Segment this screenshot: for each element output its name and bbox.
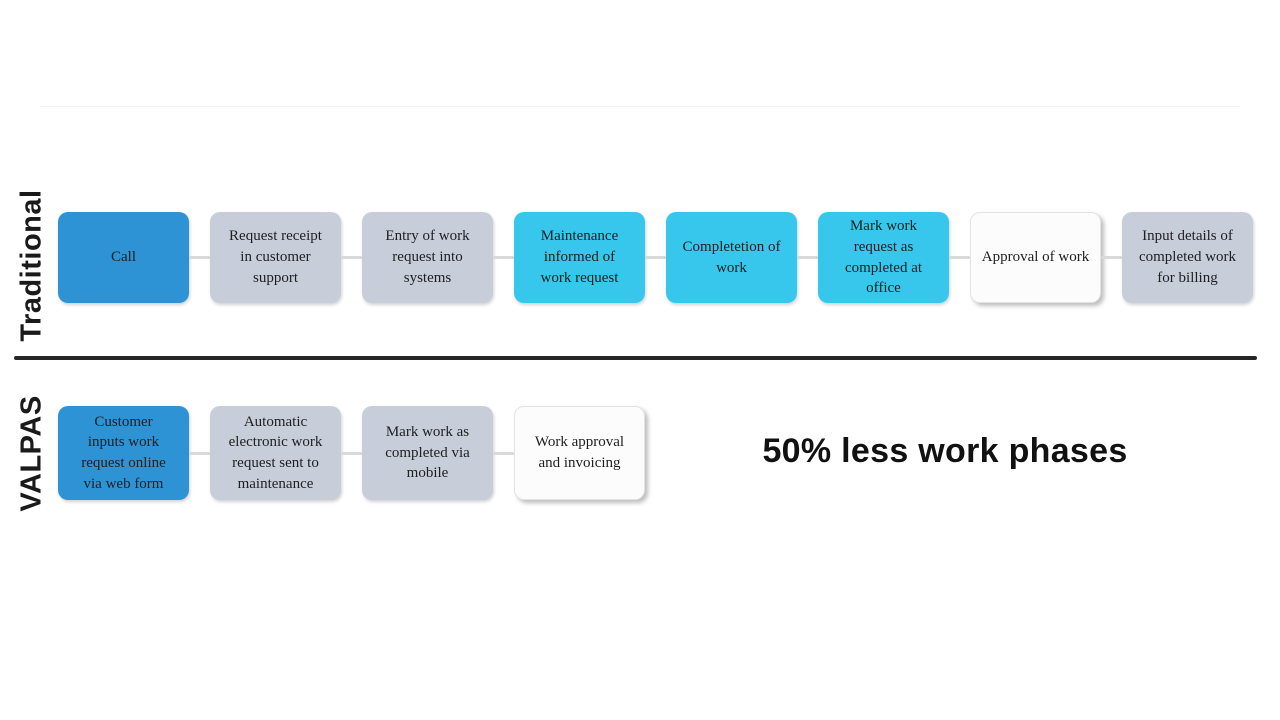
process-step: Maintenance informed of work request [514, 212, 645, 303]
process-step-label: Mark work as completed via mobile [385, 423, 470, 482]
process-step-label: Work approval and invoicing [534, 434, 625, 471]
process-step: Mark work as completed via mobile [362, 406, 493, 500]
divider-line [14, 356, 1257, 360]
connector-line [341, 256, 362, 259]
process-step-label: Customer inputs work request online via … [81, 413, 166, 492]
process-step: Customer inputs work request online via … [58, 406, 189, 500]
process-step-label: Request receipt in customer support [229, 228, 322, 286]
traditional-row-label: Traditional [15, 188, 48, 342]
traditional-process-row: Call Request receipt in customer support E… [58, 212, 1253, 303]
process-step: Entry of work request into systems [362, 212, 493, 303]
process-step: Call [58, 212, 189, 303]
process-step-label: Maintenance informed of work request [540, 228, 619, 286]
connector-line [645, 256, 666, 259]
process-step-label: Completetion of work [682, 238, 781, 276]
process-step: Mark work request as completed at office [818, 212, 949, 303]
process-step-label: Call [111, 249, 136, 266]
valpas-row-label: VALPAS [15, 394, 48, 512]
process-step: Work approval and invoicing [514, 406, 645, 500]
process-step: Automatic electronic work request sent t… [210, 406, 341, 500]
connector-line [797, 256, 818, 259]
process-step: Completetion of work [666, 212, 797, 303]
traditional-row-label-wrap: Traditional [0, 188, 64, 342]
connector-line [189, 256, 210, 259]
connector-line [949, 256, 970, 259]
process-step-label: Automatic electronic work request sent t… [228, 413, 323, 492]
connector-line [189, 451, 210, 455]
process-step-label: Entry of work request into systems [385, 228, 470, 286]
headline-text: 50% less work phases [762, 432, 1128, 470]
process-step-label: Input details of completed work for bill… [1138, 228, 1237, 286]
valpas-process-row: Customer inputs work request online via … [58, 406, 645, 500]
faint-top-divider [40, 106, 1240, 107]
connector-line [341, 451, 362, 455]
process-step-label: Mark work request as completed at office [844, 218, 923, 297]
process-step: Input details of completed work for bill… [1122, 212, 1253, 303]
process-step: Request receipt in customer support [210, 212, 341, 303]
process-step: Approval of work [970, 212, 1101, 303]
valpas-row-label-wrap: VALPAS [0, 387, 64, 519]
connector-line [1101, 256, 1122, 259]
process-step-label: Approval of work [981, 249, 1090, 266]
connector-line [493, 256, 514, 259]
connector-line [493, 451, 514, 455]
